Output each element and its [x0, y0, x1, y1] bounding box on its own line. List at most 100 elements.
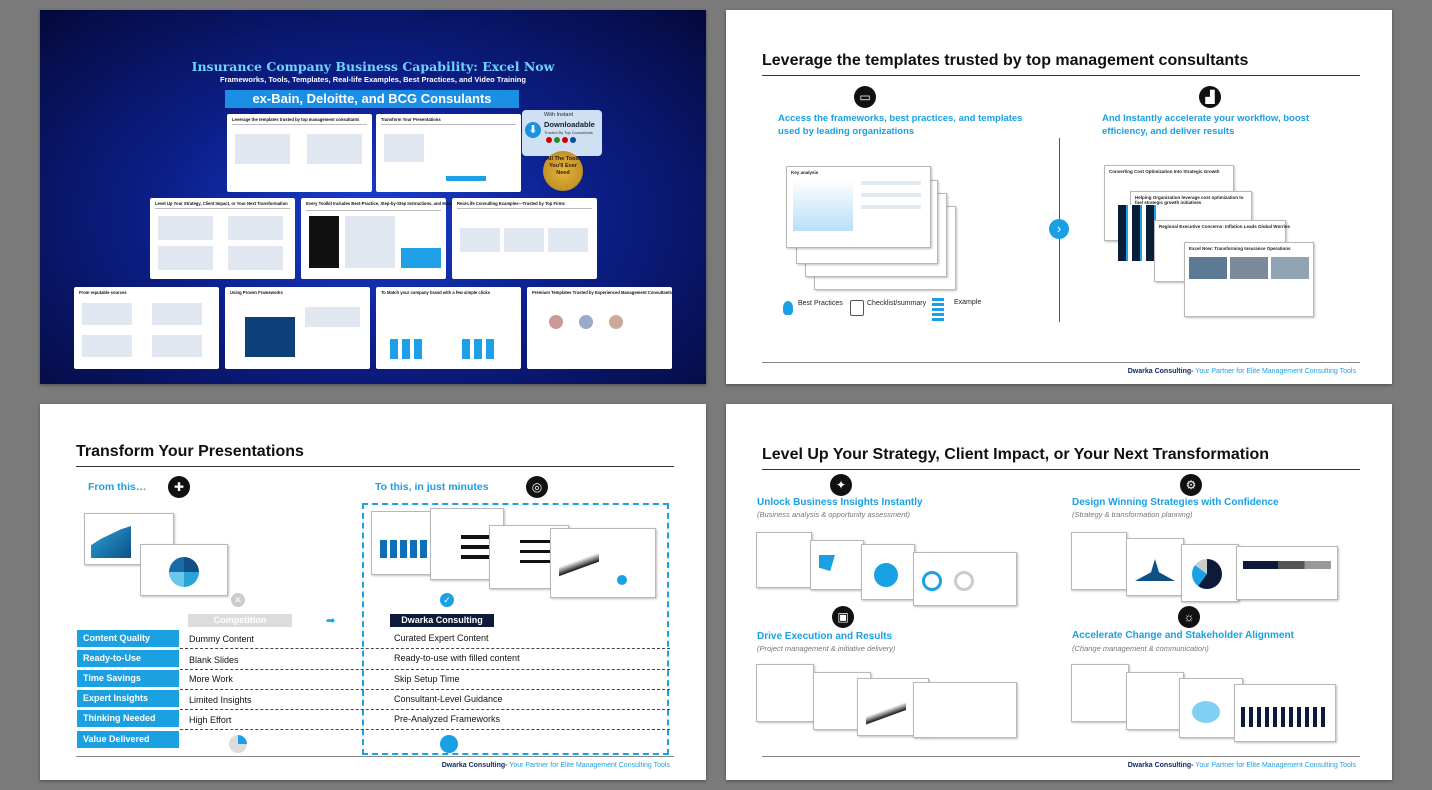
- quadrant-1-heading: Unlock Business Insights Instantly: [757, 497, 923, 508]
- puzzle-icon: ✚: [168, 476, 190, 498]
- row-label-content-quality: Content Quality: [77, 630, 179, 647]
- dwarka-column-box: [362, 503, 669, 755]
- download-icon: ⬇: [525, 122, 541, 138]
- slide-leverage[interactable]: Leverage the templates trusted by top ma…: [726, 10, 1392, 384]
- thumb-premium[interactable]: Premium Templates Trusted by Experienced…: [527, 287, 672, 369]
- right-card-4: Excel Now: Transforming Insurance Operat…: [1184, 242, 1314, 317]
- presentation-icon: ▭: [854, 86, 876, 108]
- q4-card-3: [1179, 678, 1243, 738]
- cover-subtitle: Frameworks, Tools, Templates, Real-life …: [220, 75, 526, 84]
- card-title: Helping Organization leverage cost optim…: [1135, 195, 1244, 205]
- lightbulb-icon: [783, 301, 793, 315]
- thumb-title: To Match your company brand with a few s…: [381, 290, 491, 295]
- card-title: Converting Cost Optimization Into Strate…: [1109, 169, 1220, 174]
- competition-slide-2: [140, 544, 228, 596]
- to-label: To this, in just minutes: [375, 481, 489, 493]
- comp-ready: Blank Slides: [189, 655, 239, 665]
- value-pie-competition: [229, 735, 247, 753]
- footer: Dwarka Consulting- Your Partner for Elit…: [1128, 762, 1356, 769]
- row-label-ready: Ready-to-Use: [77, 650, 179, 667]
- q3-card-1: [756, 664, 814, 722]
- dwarka-thinking: Pre-Analyzed Frameworks: [394, 714, 501, 724]
- from-label: From this…: [88, 481, 147, 493]
- slide-levelup[interactable]: Level Up Your Strategy, Client Impact, o…: [726, 404, 1392, 780]
- cover-banner: ex-Bain, Deloitte, and BCG Consulants: [225, 90, 519, 108]
- thumb-sources[interactable]: From reputable sources: [74, 287, 219, 369]
- competition-label: Competition: [188, 614, 292, 627]
- footer-tagline: Your Partner for Elite Management Consul…: [1193, 762, 1356, 769]
- value-pie-dwarka: [440, 735, 458, 753]
- row-label-thinking: Thinking Needed: [77, 710, 179, 727]
- card-title: Key analysis: [791, 170, 819, 175]
- footer: Dwarka Consulting- Your Partner for Elit…: [1128, 368, 1356, 375]
- arrow-right-icon: ›: [1049, 219, 1069, 239]
- thumb-brand[interactable]: To Match your company brand with a few s…: [376, 287, 521, 369]
- q1-card-4: [913, 552, 1017, 606]
- right-heading: And Instantly accelerate your workflow, …: [1102, 113, 1310, 137]
- quadrant-2-heading: Design Winning Strategies with Confidenc…: [1072, 497, 1279, 508]
- quadrant-3-sub: (Project management & initiative deliver…: [757, 644, 896, 653]
- target-icon: ◎: [526, 476, 548, 498]
- firm-logos: [546, 137, 576, 143]
- thumb-title: Real-Life Consulting Examples—Trusted by…: [457, 201, 565, 206]
- q2-card-1: [1071, 532, 1127, 590]
- comp-insights: Limited Insights: [189, 695, 252, 705]
- quadrant-3-heading: Drive Execution and Results: [757, 631, 893, 642]
- thumb-title: Leverage the templates trusted by top ma…: [232, 117, 360, 122]
- quadrant-1-sub: (Business analysis & opportunity assessm…: [757, 510, 910, 519]
- thumb-leverage[interactable]: Leverage the templates trusted by top ma…: [227, 114, 372, 192]
- thumb-title: From reputable sources: [79, 290, 127, 295]
- slide-transform[interactable]: Transform Your Presentations From this… …: [40, 404, 706, 780]
- card-title: Regional Executive Concerns: Inflation L…: [1159, 224, 1290, 229]
- thumb-frameworks[interactable]: Using Proven Frameworks: [225, 287, 370, 369]
- lightbulb-icon: ☼: [1178, 606, 1200, 628]
- checklist-icon: [850, 300, 864, 316]
- dwarka-slide-4: [550, 528, 656, 598]
- footer-tagline: Your Partner for Elite Management Consul…: [1193, 368, 1356, 375]
- check-icon: ✓: [440, 593, 454, 607]
- strategy-icon: ⚙: [1180, 474, 1202, 496]
- footer: Dwarka Consulting- Your Partner for Elit…: [442, 762, 670, 769]
- comp-time: More Work: [189, 674, 233, 684]
- comp-thinking: High Effort: [189, 715, 232, 725]
- all-tools-seal: All The Tools You'll Ever Need: [543, 151, 583, 191]
- q1-card-3: [861, 544, 915, 600]
- footer-tagline: Your Partner for Elite Management Consul…: [507, 762, 670, 769]
- thumb-toolkit[interactable]: Every Toolkit Includes Best-Practice, St…: [301, 198, 493, 279]
- left-heading: Access the frameworks, best practices, a…: [778, 113, 1023, 137]
- legend-best-practices: Best Practices: [798, 300, 843, 307]
- dwarka-time: Skip Setup Time: [394, 674, 460, 684]
- dwarka-ready: Ready-to-use with filled content: [394, 653, 520, 663]
- instant-bottom-label: Downloadable: [544, 120, 595, 129]
- q4-card-4: [1234, 684, 1336, 742]
- arrow-icon: ➡: [326, 615, 336, 627]
- row-label-insights: Expert Insights: [77, 690, 179, 707]
- thumb-title: Transform Your Presentations: [381, 117, 441, 122]
- slide-cover[interactable]: Insurance Company Business Capability: E…: [40, 10, 706, 384]
- handshake-icon: ✦: [830, 474, 852, 496]
- slide-title: Level Up Your Strategy, Client Impact, o…: [762, 446, 1270, 463]
- thumb-transform[interactable]: Transform Your Presentations: [376, 114, 521, 192]
- thumb-levelup[interactable]: Level Up Your Strategy, Client Impact, o…: [150, 198, 295, 279]
- q2-card-3: [1181, 544, 1239, 602]
- thumb-title: Using Proven Frameworks: [230, 290, 283, 295]
- quadrant-4-sub: (Change management & communication): [1072, 644, 1209, 653]
- thumb-title: Every Toolkit Includes Best-Practice, St…: [306, 201, 494, 206]
- instant-top-label: With Instant: [544, 112, 574, 118]
- thumb-reallife[interactable]: Real-Life Consulting Examples—Trusted by…: [452, 198, 597, 279]
- dwarka-slide-1: [371, 511, 439, 575]
- q2-card-2: [1126, 538, 1184, 596]
- row-label-time: Time Savings: [77, 670, 179, 687]
- presentation-board-icon: ▣: [832, 606, 854, 628]
- q2-card-4: [1236, 546, 1338, 600]
- legend-example: Example: [954, 299, 982, 306]
- row-label-value: Value Delivered: [77, 731, 179, 748]
- footer-brand: Dwarka Consulting-: [441, 762, 508, 769]
- slide-title: Transform Your Presentations: [76, 443, 304, 460]
- card-title: Excel Now: Transforming Insurance Operat…: [1189, 246, 1291, 251]
- legend-checklist: Checklist/summary: [867, 300, 927, 307]
- trusted-label: Trusted By Top Consultants: [544, 130, 593, 135]
- cover-title: Insurance Company Business Capability: E…: [191, 59, 555, 74]
- dwarka-insights: Consultant-Level Guidance: [394, 694, 503, 704]
- thumb-title: Level Up Your Strategy, Client Impact, o…: [155, 201, 288, 206]
